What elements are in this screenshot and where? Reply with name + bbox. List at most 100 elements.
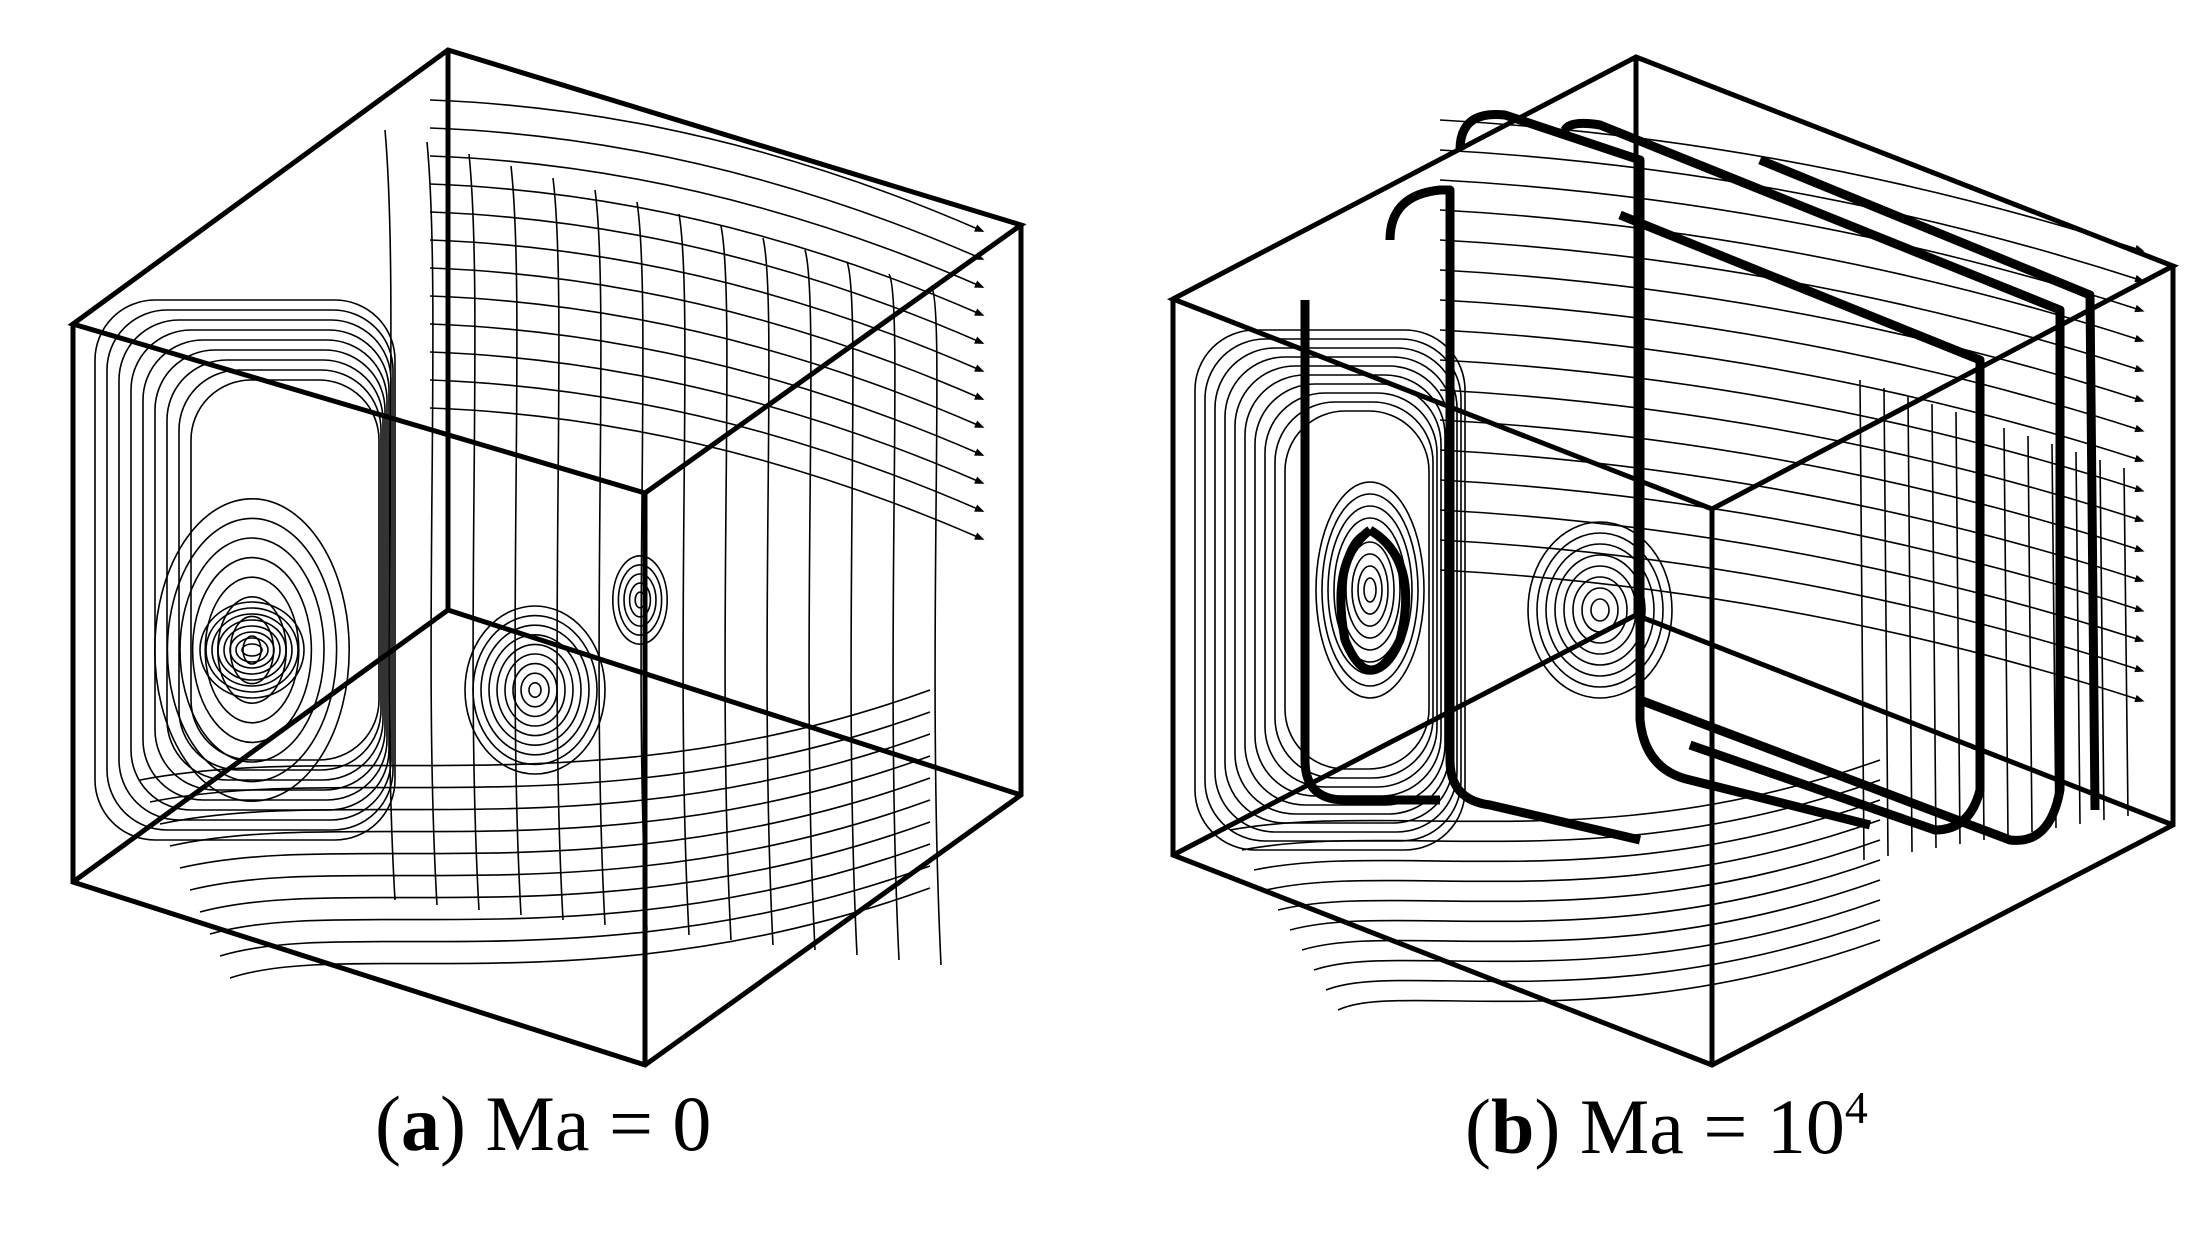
- vortex-ring: [1351, 553, 1389, 627]
- streamline-vertical: [2075, 451, 2081, 825]
- streamline-top: [1439, 299, 2145, 433]
- streamline-vertical: [762, 237, 774, 946]
- streamline-loop: [106, 309, 394, 831]
- streamline-loop: [154, 349, 386, 791]
- panel-a-cube-edges: [67, 47, 1027, 1068]
- vortex-ring: [496, 643, 574, 737]
- vortex-ring: [504, 653, 566, 727]
- streamline-top: [1439, 239, 2145, 373]
- streamline-loop: [1274, 401, 1434, 779]
- streamline-vertical: [1883, 387, 1889, 857]
- vortex-spiral: [217, 619, 287, 681]
- streamline-top: [429, 267, 985, 400]
- panel-b-cube-edges: [1166, 54, 2180, 1068]
- heavy-streamline: [1758, 155, 2100, 811]
- streamline-top: [429, 323, 985, 456]
- caption-exponent-b: 4: [1844, 1082, 1868, 1133]
- streamline-loop: [190, 379, 380, 761]
- vortex-ring: [611, 554, 668, 645]
- vortex-ring: [1554, 554, 1646, 666]
- vortex-ring: [1563, 565, 1637, 655]
- streamline-vertical: [2051, 443, 2057, 829]
- streamline-loop: [1214, 347, 1458, 833]
- streamline-vertical: [2099, 459, 2105, 821]
- streamline-vertical: [678, 213, 690, 936]
- streamline-vertical: [1907, 395, 1913, 853]
- streamline-top: [429, 239, 985, 372]
- vortex-ring: [464, 605, 606, 775]
- vortex-ring: [204, 576, 300, 724]
- streamline-top: [1439, 209, 2145, 343]
- streamline-bottom: [1325, 919, 1881, 991]
- vortex-ring: [229, 615, 275, 685]
- vortex-ring: [617, 564, 663, 636]
- vortex-ring: [1545, 543, 1655, 677]
- streamline-bottom: [1277, 839, 1881, 911]
- heavy-streamline: [1455, 109, 1872, 830]
- streamline-vertical: [930, 285, 942, 966]
- streamline-loop: [166, 359, 384, 781]
- streamline-top: [1439, 359, 2145, 493]
- streamline-top: [1439, 539, 2145, 673]
- streamline-vertical: [510, 165, 522, 916]
- streamline-vertical: [720, 225, 732, 941]
- streamline-top: [1439, 569, 2145, 703]
- streamline-top: [429, 183, 985, 316]
- streamline-loop: [178, 369, 382, 771]
- streamline-bottom: [199, 821, 931, 913]
- streamline-bottom: [179, 777, 931, 869]
- vortex-ring: [1363, 577, 1377, 603]
- vortex-ring: [512, 662, 558, 718]
- vortex-spiral: [211, 613, 293, 687]
- streamline-bottom: [229, 887, 931, 979]
- streamline-bottom: [159, 733, 931, 825]
- vortex-ring: [488, 633, 582, 746]
- vortex-spiral: [199, 601, 305, 699]
- streamline-top: [1439, 509, 2145, 643]
- caption-label-a: Ma = 0: [485, 1080, 712, 1167]
- vortex-ring: [1527, 521, 1673, 699]
- vortex-ring: [1590, 598, 1610, 622]
- vortex-ring: [166, 517, 338, 783]
- streamline-bottom: [1301, 879, 1881, 951]
- streamline-top: [1439, 419, 2145, 553]
- vortex-ring: [1357, 565, 1383, 615]
- streamline-top: [1439, 119, 2145, 253]
- heavy-streamline: [1385, 185, 1642, 845]
- streamline-top: [1439, 389, 2145, 523]
- streamline-top: [429, 99, 985, 232]
- vortex-ring: [480, 624, 590, 756]
- streamline-top: [1439, 329, 2145, 463]
- streamline-bottom: [169, 755, 931, 847]
- streamline-bottom: [1241, 779, 1881, 851]
- vortex-spiral: [223, 625, 281, 675]
- streamline-top: [429, 155, 985, 288]
- vortex-ring: [623, 573, 657, 627]
- panel-a-streamlines: [94, 99, 985, 979]
- streamline-bottom: [149, 711, 931, 803]
- streamline-top: [1439, 149, 2145, 283]
- streamline-loop: [1284, 410, 1430, 770]
- streamline-vertical: [594, 189, 606, 926]
- caption-panel-b: (b) Ma = 104: [1465, 1082, 1868, 1170]
- streamline-loop: [1194, 329, 1466, 851]
- streamline-vertical: [426, 141, 438, 906]
- streamline-vertical: [2027, 435, 2033, 833]
- streamline-loop: [118, 319, 392, 821]
- streamline-top: [1439, 479, 2145, 613]
- streamline-top: [1439, 269, 2145, 403]
- streamline-bottom: [209, 843, 931, 935]
- streamline-loop: [1264, 392, 1438, 788]
- heavy-streamline: [1300, 300, 1440, 805]
- streamline-bottom: [1313, 899, 1881, 971]
- streamline-bottom: [1253, 799, 1881, 871]
- vortex-ring: [1321, 493, 1419, 687]
- streamline-vertical: [468, 153, 480, 911]
- streamline-bottom: [219, 865, 931, 957]
- vortex-ring: [1572, 576, 1628, 644]
- vortex-ring: [1536, 532, 1664, 688]
- vortex-ring: [179, 537, 325, 763]
- streamline-vertical: [888, 273, 900, 961]
- streamline-loop: [1244, 374, 1446, 806]
- streamline-top: [429, 379, 985, 512]
